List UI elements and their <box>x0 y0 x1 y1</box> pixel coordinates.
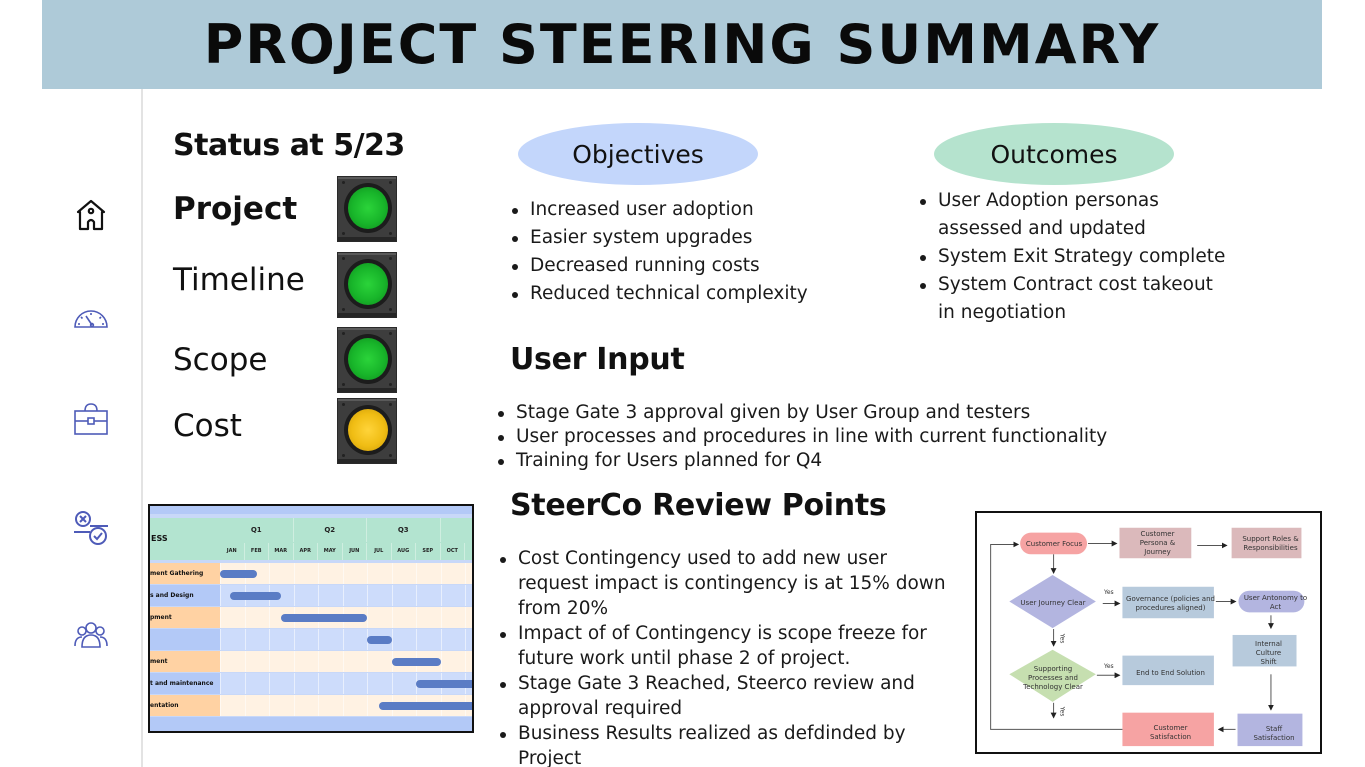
gantt-month-label: MAR <box>269 543 294 560</box>
objective-item: Decreased running costs <box>510 252 808 280</box>
gantt-task-label: s and Design <box>150 585 220 606</box>
gantt-month-label: JUL <box>367 543 392 560</box>
status-title: Status at 5/23 <box>173 128 405 163</box>
gantt-bar <box>379 702 472 710</box>
gantt-task-label: ment Gathering <box>150 563 220 584</box>
gantt-row: ment <box>150 651 472 672</box>
header-banner: PROJECT STEERING SUMMARY <box>42 0 1322 89</box>
gantt-task-label: pment <box>150 607 220 628</box>
flow-node-supporting: Supporting Processes and Technology Clea… <box>1023 664 1083 691</box>
gantt-bar <box>229 592 282 600</box>
status-label-project: Project <box>173 191 298 227</box>
gantt-title: ESS <box>151 534 168 543</box>
reject-approve-icon[interactable] <box>72 510 110 548</box>
gantt-row: pment <box>150 607 472 628</box>
gantt-task-label: ment <box>150 651 220 672</box>
status-label-cost: Cost <box>173 408 242 444</box>
objectives-list: Increased user adoption Easier system up… <box>510 196 808 308</box>
user-input-item: User processes and procedures in line wi… <box>496 425 1107 449</box>
user-input-item: Training for Users planned for Q4 <box>496 449 1107 473</box>
gantt-quarter-label: Q <box>441 518 473 542</box>
gantt-month-label: MAY <box>318 543 343 560</box>
gantt-month-label: JAN <box>220 543 245 560</box>
speedometer-icon[interactable] <box>72 297 110 335</box>
traffic-light-project <box>337 176 397 242</box>
flow-node-customer-satisfaction: Customer Satisfaction <box>1149 724 1192 741</box>
gantt-bar <box>391 658 441 666</box>
page-title: PROJECT STEERING SUMMARY <box>203 13 1161 76</box>
outcomes-list: User Adoption personas assessed and upda… <box>918 187 1238 327</box>
gantt-month-label: APR <box>294 543 318 560</box>
steerco-list: Cost Contingency used to add new user re… <box>498 546 968 767</box>
gantt-bar <box>416 680 472 688</box>
flowchart-image: Customer Focus Customer Persona & Journe… <box>975 511 1322 754</box>
gantt-quarter-label: Q1 <box>220 518 294 542</box>
gantt-month-label: AUG <box>392 543 416 560</box>
outcome-item: User Adoption personas assessed and upda… <box>918 187 1178 243</box>
gantt-row <box>150 629 472 650</box>
outcomes-pill: Outcomes <box>934 123 1174 185</box>
green-light-icon <box>348 338 388 380</box>
traffic-light-cost <box>337 398 397 464</box>
gantt-month-label: N <box>465 543 472 560</box>
flow-node-e2e: End to End Solution <box>1136 668 1205 677</box>
outcome-item: System Contract cost takeout in negotiat… <box>918 271 1218 327</box>
user-input-list: Stage Gate 3 approval given by User Grou… <box>496 401 1107 473</box>
gantt-task-label: t and maintenance <box>150 673 220 694</box>
traffic-light-timeline <box>337 252 397 318</box>
briefcase-icon[interactable] <box>72 401 110 439</box>
flow-node-autonomy: User Antonomy to Act <box>1243 594 1308 611</box>
flow-node-customer-focus: Customer Focus <box>1025 539 1083 548</box>
steerco-item: Cost Contingency used to add new user re… <box>498 546 948 621</box>
gantt-task-label <box>150 629 220 650</box>
steerco-item: Business Results realized as defdinded b… <box>498 721 968 767</box>
flow-node-support-roles: Support Roles & Responsibilities <box>1242 534 1299 552</box>
gantt-row: s and Design <box>150 585 472 606</box>
green-light-icon <box>348 263 388 305</box>
user-input-title: User Input <box>510 342 685 377</box>
gantt-row: entation <box>150 695 472 716</box>
outcome-item: System Exit Strategy complete <box>918 243 1238 271</box>
flow-yes-label: Yes <box>1104 589 1114 596</box>
objective-item: Increased user adoption <box>510 196 808 224</box>
flow-node-culture: Internal Culture Shift <box>1255 639 1282 666</box>
user-input-item: Stage Gate 3 approval given by User Grou… <box>496 401 1107 425</box>
status-label-scope: Scope <box>173 342 268 378</box>
objective-item: Reduced technical complexity <box>510 280 808 308</box>
steerco-item: Stage Gate 3 Reached, Steerco review and… <box>498 671 928 721</box>
gantt-chart-image: ESS Q1Q2Q3Q JANFEBMARAPRMAYJUNJULAUGSEPO… <box>148 504 474 733</box>
traffic-light-scope <box>337 327 397 393</box>
gantt-month-label: SEP <box>416 543 441 560</box>
flow-node-journey-clear: User Journey Clear <box>1020 598 1086 607</box>
flow-yes-label: Yes <box>1058 633 1066 644</box>
flow-yes-label: Yes <box>1058 706 1066 717</box>
gantt-quarter-label: Q2 <box>294 518 367 542</box>
objectives-pill: Objectives <box>518 123 758 185</box>
gantt-quarter-label: Q3 <box>367 518 441 542</box>
steerco-title: SteerCo Review Points <box>510 488 887 523</box>
gantt-task-label: entation <box>150 695 220 716</box>
gantt-row: t and maintenance <box>150 673 472 694</box>
gantt-bar <box>220 570 257 578</box>
status-label-timeline: Timeline <box>173 262 305 298</box>
green-light-icon <box>348 187 388 229</box>
gantt-row: ment Gathering <box>150 563 472 584</box>
sidebar-divider <box>141 89 143 767</box>
amber-light-icon <box>348 409 388 451</box>
flow-node-governance: Governance (policies and procedures alig… <box>1126 595 1215 612</box>
flow-node-staff-satisfaction: Staff Satisfaction <box>1253 724 1295 742</box>
steerco-item: Impact of of Contingency is scope freeze… <box>498 621 938 671</box>
gantt-bar <box>281 614 367 622</box>
gantt-month-label: JUN <box>343 543 367 560</box>
objective-item: Easier system upgrades <box>510 224 808 252</box>
gantt-month-label: OCT <box>441 543 465 560</box>
team-icon[interactable] <box>72 617 110 655</box>
gantt-month-label: FEB <box>245 543 269 560</box>
home-icon[interactable] <box>72 196 110 234</box>
flow-yes-label: Yes <box>1104 663 1114 670</box>
flow-node-persona: Customer Persona & Journey <box>1139 530 1176 556</box>
gantt-bar <box>367 636 392 644</box>
